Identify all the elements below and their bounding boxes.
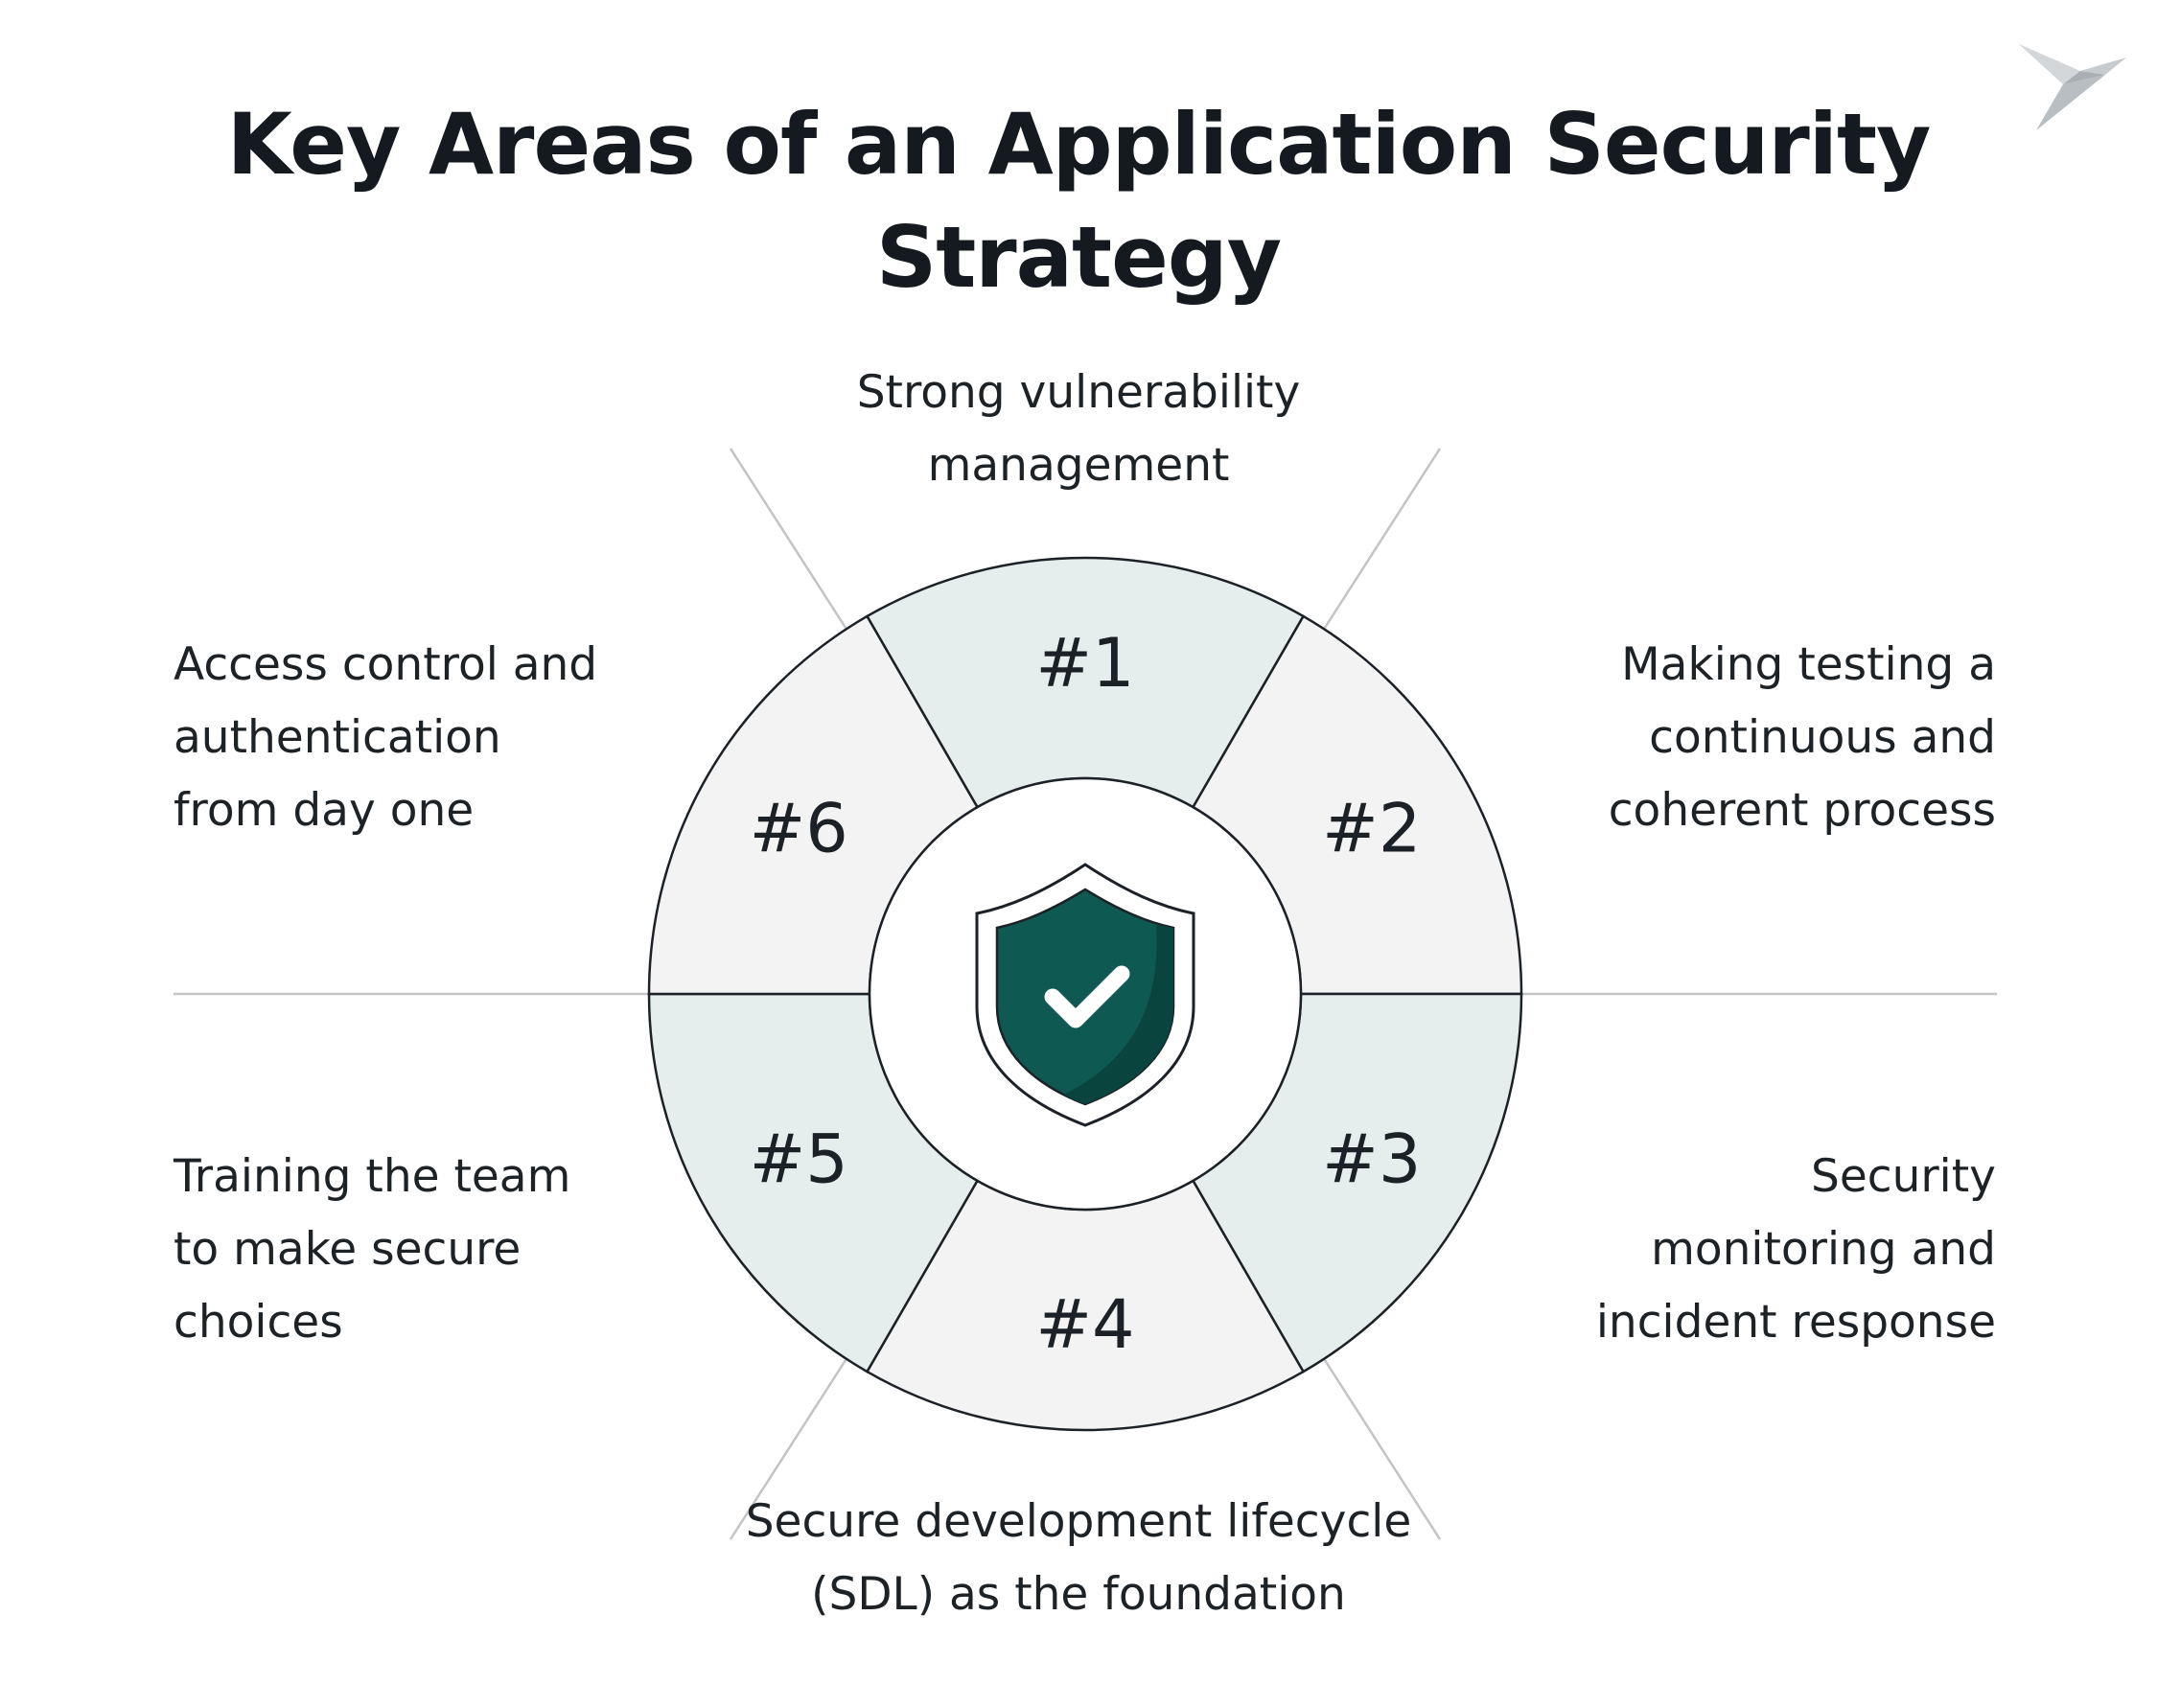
divider-bottom-left xyxy=(729,1356,849,1540)
segment-number-3: #3 xyxy=(1322,1120,1421,1199)
segment-label-1-line-1: Strong vulnerability xyxy=(856,366,1301,419)
segment-label-2-line-3: coherent process xyxy=(1608,784,1996,837)
segment-label-4-line-2: (SDL) as the foundation xyxy=(811,1568,1346,1621)
divider-bottom-right xyxy=(1321,1356,1442,1540)
segment-label-2: Making testing a continuous and coherent… xyxy=(1609,629,1996,847)
segment-label-3-line-3: incident response xyxy=(1595,1296,1996,1349)
segment-number-1: #1 xyxy=(1035,624,1134,703)
segment-group: #1 #2 #3 #4 #5 #6 xyxy=(647,556,1523,1432)
segment-label-6-line-2: authentication xyxy=(174,711,501,764)
segment-label-3: Security monitoring and incident respons… xyxy=(1596,1141,1996,1359)
title-line-2: Strategy xyxy=(875,208,1282,307)
segment-label-2-line-1: Making testing a xyxy=(1621,638,1996,691)
segment-label-1-line-2: management xyxy=(927,439,1230,492)
segment-label-5-line-1: Training the team xyxy=(174,1150,571,1203)
segment-label-3-line-1: Security xyxy=(1810,1150,1996,1203)
segment-number-2: #2 xyxy=(1322,790,1421,868)
segment-label-5-line-3: choices xyxy=(174,1296,343,1349)
segment-label-6: Access control and authentication from d… xyxy=(174,629,597,847)
segment-number-4: #4 xyxy=(1035,1285,1134,1364)
segment-label-1: Strong vulnerability management xyxy=(695,357,1462,502)
divider-lines xyxy=(174,448,1997,1540)
shield-check-icon xyxy=(975,863,1195,1127)
page-title: Key Areas of an Application Security Str… xyxy=(0,88,2157,314)
divider-top-left xyxy=(729,448,849,632)
segment-label-2-line-2: continuous and xyxy=(1649,711,1996,764)
segment-number-6: #6 xyxy=(750,790,848,868)
segment-label-4: Secure development lifecycle (SDL) as th… xyxy=(695,1486,1462,1631)
segment-label-3-line-2: monitoring and xyxy=(1651,1223,1996,1276)
bird-logo-icon xyxy=(2019,44,2126,130)
segment-label-4-line-1: Secure development lifecycle xyxy=(745,1495,1412,1548)
segment-label-6-line-1: Access control and xyxy=(174,638,598,691)
title-line-1: Key Areas of an Application Security xyxy=(226,95,1932,194)
divider-top-right xyxy=(1321,448,1442,632)
segment-label-5: Training the team to make secure choices xyxy=(174,1141,570,1359)
segment-number-5: #5 xyxy=(750,1120,848,1199)
segment-label-5-line-2: to make secure xyxy=(174,1223,522,1276)
segment-label-6-line-3: from day one xyxy=(174,784,475,837)
